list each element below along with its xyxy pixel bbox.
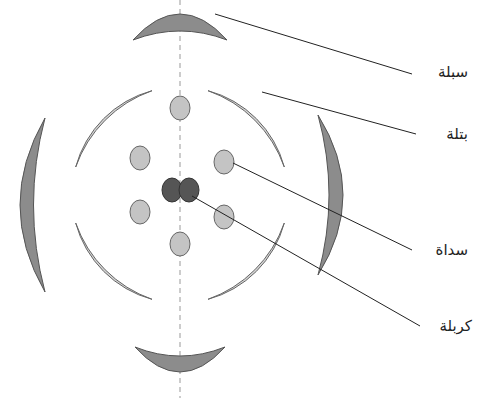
leader-line (262, 92, 416, 134)
sepal-shape (318, 115, 343, 275)
part-label: سبلة (438, 63, 468, 81)
leader-line (215, 14, 412, 74)
leader-lines (192, 14, 420, 326)
petals (76, 91, 285, 300)
stamen-shape (130, 146, 150, 170)
symmetry-axis (180, 0, 181, 398)
stamen-shape (130, 200, 150, 224)
stamens (130, 96, 234, 256)
stamen-shape (170, 96, 190, 120)
petal-shape (76, 223, 152, 299)
carpel (162, 178, 199, 202)
leader-line (233, 163, 412, 250)
part-label: سداة (436, 241, 468, 259)
sepal-shape (135, 347, 225, 372)
stamen-shape (214, 150, 234, 174)
part-label: كربلة (439, 317, 472, 335)
leader-line (192, 196, 420, 326)
petal-shape (208, 223, 284, 299)
part-label: بتلة (446, 125, 468, 143)
stamen-shape (170, 232, 190, 256)
sepal-shape (133, 14, 227, 40)
stamen-shape (214, 205, 234, 229)
sepal-shape (20, 118, 45, 292)
